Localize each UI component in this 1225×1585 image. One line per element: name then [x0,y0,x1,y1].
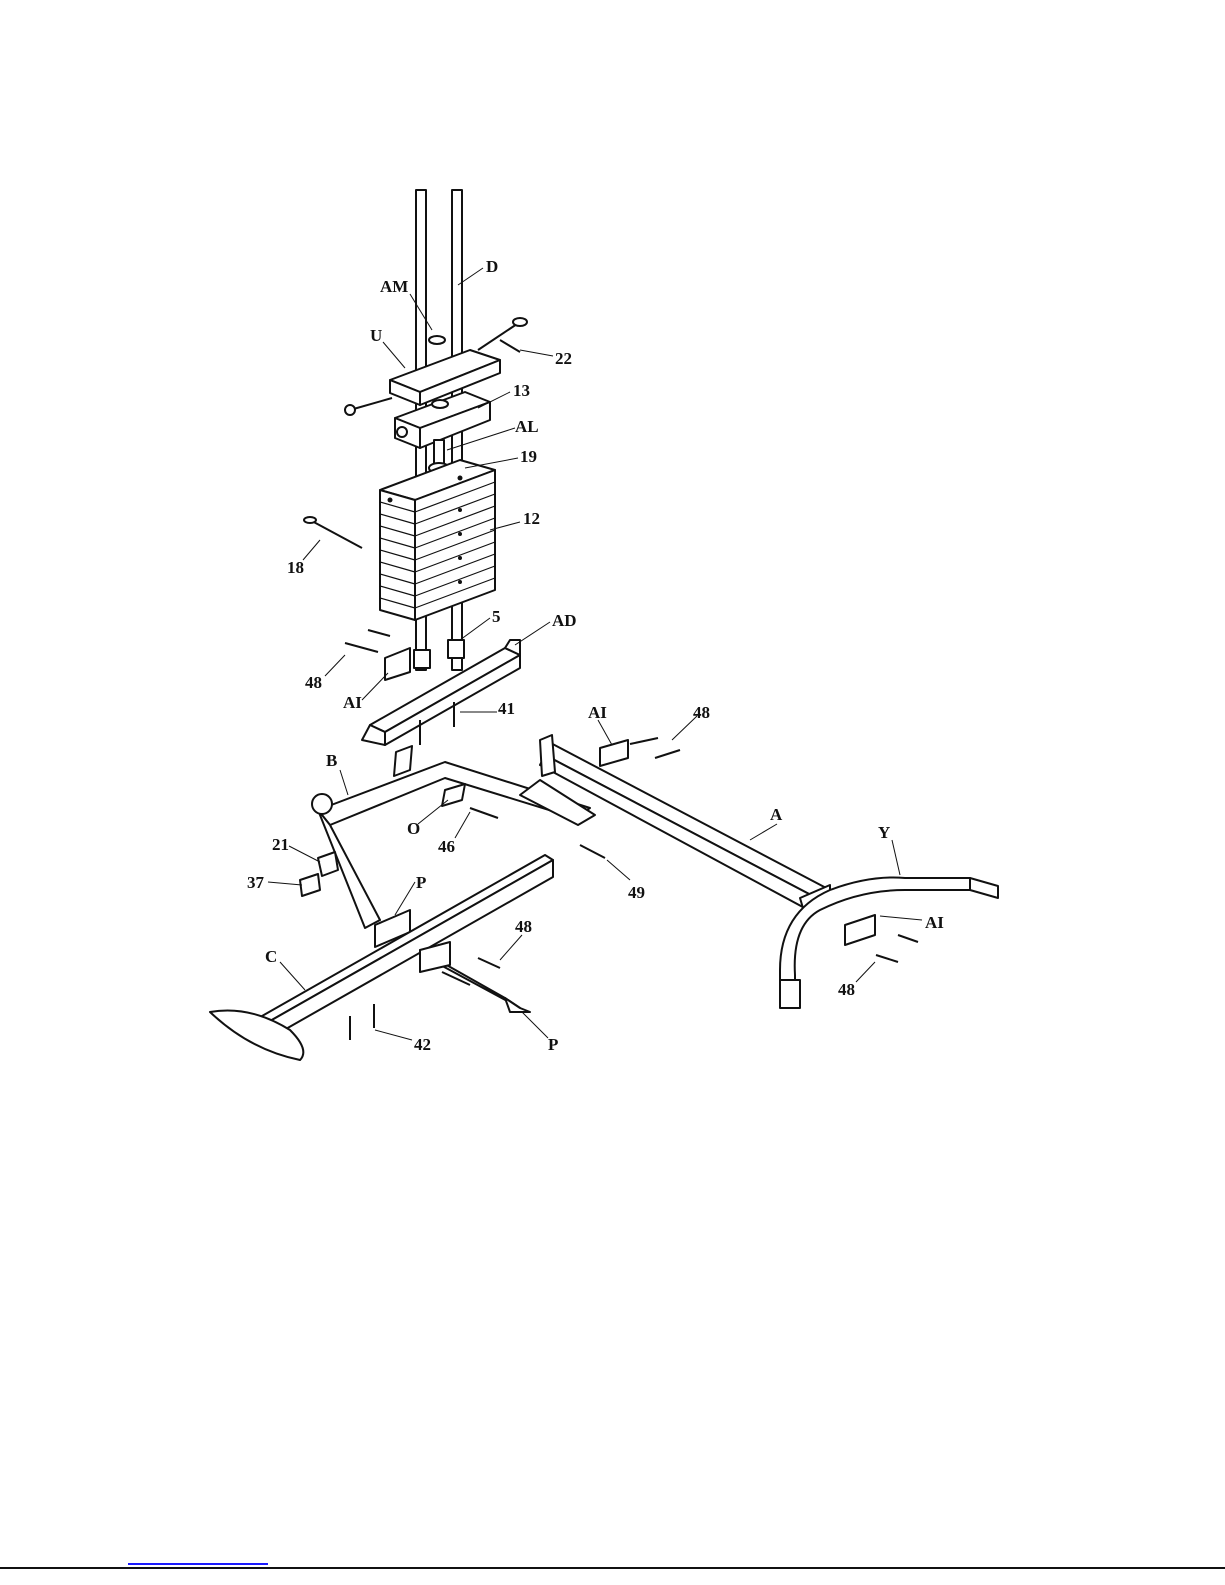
weight-stack-12 [380,460,495,620]
bolts-48-stack [345,630,410,680]
label-p-lower: P [548,1035,558,1054]
label-42: 42 [414,1035,431,1054]
label-21: 21 [272,835,289,854]
label-d: D [486,257,498,276]
label-ad: AD [552,611,577,630]
label-ai-frame-y: AI [925,913,944,932]
label-13: 13 [513,381,530,400]
footer-link-underline[interactable] [128,1563,268,1565]
label-37: 37 [247,873,265,892]
label-b: B [326,751,337,770]
part-labels: D AM U 22 13 AL 19 12 18 5 AD 48 AI 41 A… [247,257,944,1054]
bolts-48-frame-a [600,738,680,766]
label-12: 12 [523,509,540,528]
label-a: A [770,805,783,824]
label-al: AL [515,417,539,436]
footer-rule [0,1567,1225,1569]
label-5: 5 [492,607,501,626]
label-p-upper: P [416,873,426,892]
label-48-frame-c: 48 [515,917,532,936]
stack-base-ad [362,640,520,745]
label-o: O [407,819,420,838]
label-u: U [370,326,382,345]
frame-a [540,735,830,915]
label-18: 18 [287,558,304,577]
label-c: C [265,947,277,966]
label-y: Y [878,823,890,842]
label-49: 49 [628,883,645,902]
label-ai-frame-a: AI [588,703,607,722]
selector-pin-18 [304,517,362,548]
label-ai-stack: AI [343,693,362,712]
label-19: 19 [520,447,537,466]
label-41: 41 [498,699,515,718]
label-48-stack: 48 [305,673,322,692]
label-22: 22 [555,349,572,368]
parts-21-37 [300,852,338,896]
label-48-frame-y: 48 [838,980,855,999]
label-48-frame-a: 48 [693,703,710,722]
label-46: 46 [438,837,455,856]
label-am: AM [380,277,408,296]
bracket-p-lower [420,942,530,1012]
